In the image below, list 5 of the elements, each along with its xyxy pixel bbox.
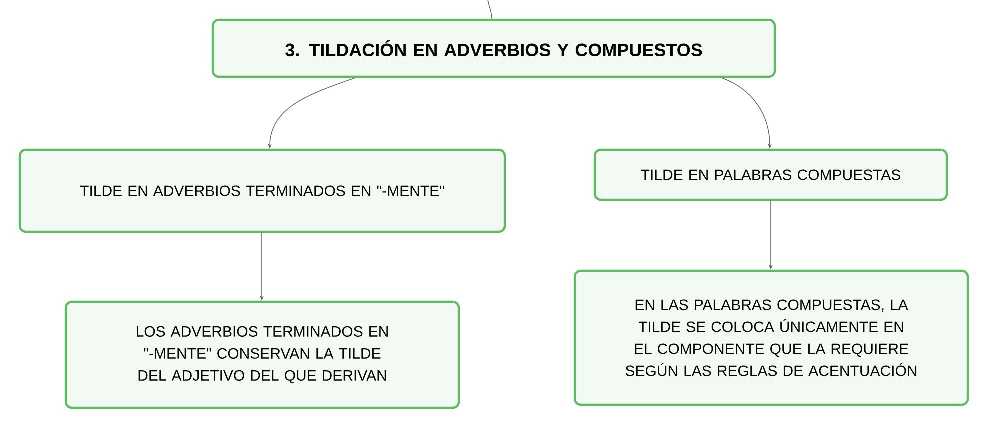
- topic-box: LOS ADVERBIOS TERMINADOS EN "-MENTE" CONSERVAN LA TILDE DEL ADJETIVO DEL QUE DERIVAN: [64, 300, 460, 410]
- topic-box: TILDE EN ADVERBIOS TERMINADOS EN "-MENTE": [18, 148, 506, 234]
- topic-box: EN LAS PALABRAS COMPUESTAS, LA TILDE SE COLOCA ÚNICAMENTE EN EL COMPONENTE QUE LA REQUIERE SEGÚN LAS REGLAS DE ACENTUACIÓN: [574, 270, 970, 406]
- topic-box: 3. TILDACIÓN EN ADVERBIOS Y COMPUESTOS: [212, 18, 776, 78]
- topic-box: TILDE EN PALABRAS COMPUESTAS: [594, 148, 948, 202]
